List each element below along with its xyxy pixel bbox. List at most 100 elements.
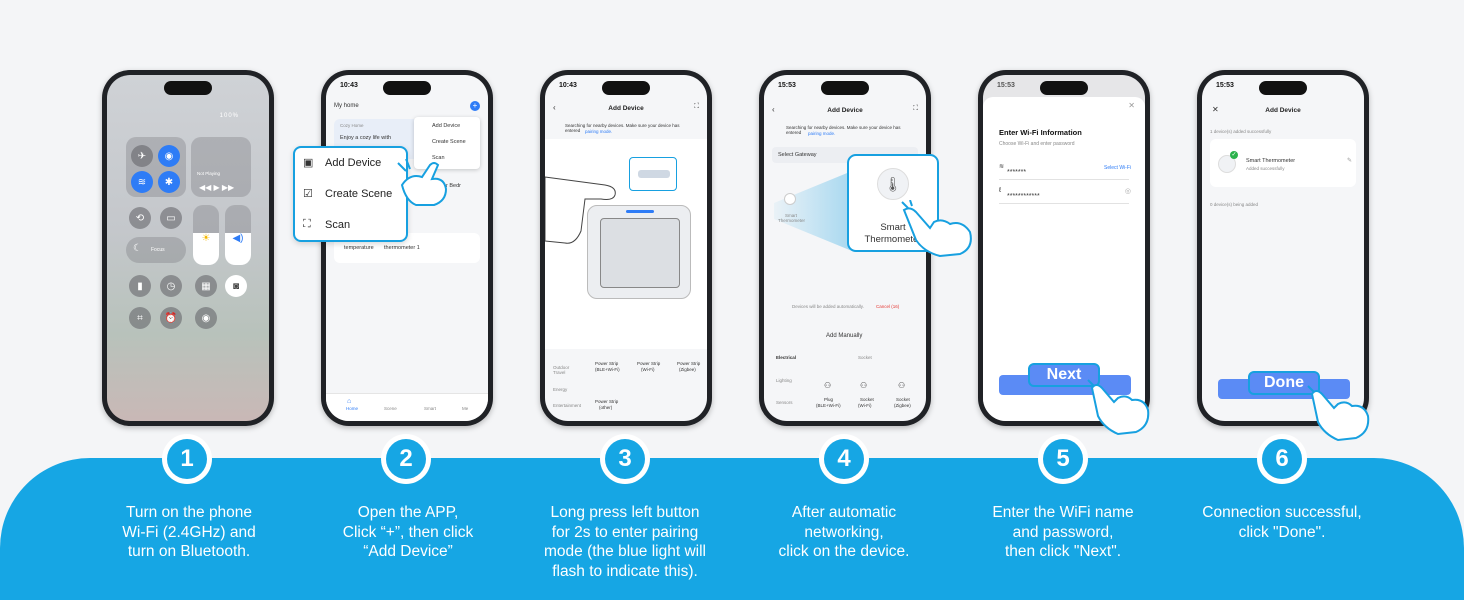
sensor-device	[587, 205, 691, 299]
dropdown-menu: Add Device Create Scene Scan	[414, 117, 480, 169]
home-selector[interactable]: My home	[334, 103, 359, 109]
wifi-ssid-input[interactable]: *******	[1007, 169, 1027, 176]
dynamic-island	[1259, 81, 1307, 95]
auto-add-text: Devices will be added automatically.	[792, 304, 864, 309]
item-socket-zigbee[interactable]: Socket	[896, 397, 910, 402]
bluetooth-button[interactable]: ✱	[158, 171, 180, 193]
tap-hand-icon	[1307, 385, 1370, 442]
flashlight-button[interactable]: ▮	[129, 275, 151, 297]
device-small-label: Smart Thermometer	[778, 213, 806, 223]
menu-item-scan[interactable]: Scan	[432, 155, 445, 161]
step-2-badge: 2	[381, 434, 431, 484]
status-time: 10:43	[559, 82, 577, 89]
qr-scanner-button[interactable]: ⌗	[129, 307, 151, 329]
wifi-icon: ≋	[999, 164, 1005, 170]
dynamic-island	[602, 81, 650, 95]
record-button[interactable]: ◉	[195, 307, 217, 329]
category-lighting[interactable]: Lighting	[776, 378, 792, 383]
tab-scene[interactable]: Scene	[384, 406, 397, 411]
camera-button[interactable]: ◙	[225, 275, 247, 297]
step-1-number: 1	[167, 439, 207, 479]
menu-item-create-scene[interactable]: Create Scene	[432, 139, 466, 145]
menu-item-add-device[interactable]: Add Device	[432, 123, 461, 129]
screen-lock-button[interactable]: ⟲	[129, 207, 151, 229]
step-5-line-3: then click "Next".	[1004, 543, 1122, 560]
select-gateway[interactable]: Select Gateway	[778, 152, 817, 158]
eye-icon[interactable]: ◎	[1124, 188, 1131, 195]
edit-icon[interactable]: ✎	[1346, 158, 1352, 164]
brightness-slider[interactable]: ☀	[193, 205, 219, 265]
close-icon[interactable]: ✕	[1128, 101, 1135, 110]
create-scene-icon: ☑	[303, 188, 313, 200]
calculator-button[interactable]: ▦	[195, 275, 217, 297]
add-manually-title: Add Manually	[826, 333, 863, 339]
item-power-strip-zigbee[interactable]: Power Strip	[677, 361, 701, 366]
select-wifi-link[interactable]: Select Wi-Fi	[1104, 165, 1131, 171]
smart-thermometer-card[interactable]: 🌡 Smart Thermometer	[847, 154, 939, 252]
step-6-line-1: Connection successful,	[1202, 504, 1362, 521]
add-plus-button[interactable]: +	[470, 101, 480, 111]
tab-smart[interactable]: Smart	[424, 406, 437, 411]
category-energy[interactable]: Energy	[553, 387, 568, 392]
now-playing-panel	[191, 137, 251, 197]
step-5-number: 5	[1043, 439, 1083, 479]
step-1-line-3: turn on Bluetooth.	[127, 543, 251, 560]
step-3-line-1: Long press left button	[550, 504, 700, 521]
item-plug-sub: (BLE+Wi-Fi)	[816, 403, 841, 408]
plug-icon: ⚇	[824, 381, 832, 390]
pairing-mode-link[interactable]: pairing mode.	[585, 129, 613, 134]
popup-create-scene-label: Create Scene	[325, 187, 393, 200]
step-5-caption: Enter the WiFi name and password, then c…	[956, 503, 1170, 562]
item-plug[interactable]: Plug	[824, 397, 834, 402]
tab-me[interactable]: Me	[462, 406, 469, 411]
timer-button[interactable]: ◷	[160, 275, 182, 297]
category-outdoor[interactable]: Outdoor Travel	[553, 365, 570, 375]
media-controls[interactable]: ◀◀ ▶ ▶▶	[199, 183, 235, 192]
room-tab[interactable]: r Bedr	[446, 183, 461, 189]
dynamic-island	[383, 81, 431, 95]
item-power-strip-other[interactable]: Power Strip	[595, 399, 619, 404]
alarm-button[interactable]: ⏰	[160, 307, 182, 329]
step-4-badge: 4	[819, 434, 869, 484]
step-1-badge: 1	[162, 434, 212, 484]
thermometer-small-icon[interactable]	[784, 193, 796, 205]
category-sensors[interactable]: Sensors	[776, 400, 793, 405]
step-5-line-2: and password,	[1012, 523, 1114, 541]
step-1-line-1: Turn on the phone	[125, 504, 253, 521]
close-icon[interactable]: ✕	[1212, 105, 1219, 114]
item-power-strip-wifi[interactable]: Power Strip	[637, 361, 661, 366]
popup-scan[interactable]: ⛶Scan	[303, 218, 350, 231]
cancel-countdown[interactable]: Cancel (16)	[876, 304, 900, 309]
airplane-mode-button[interactable]: ✈	[131, 145, 153, 167]
done-button[interactable]: Done	[1248, 371, 1320, 395]
tap-hand-icon	[901, 200, 972, 258]
scan-code-icon[interactable]: ⛶	[694, 103, 699, 110]
popup-add-device[interactable]: ▣Add Device	[303, 156, 381, 170]
back-icon[interactable]: ‹	[553, 103, 556, 112]
item-power-strip-ble[interactable]: Power Strip	[595, 361, 619, 366]
wifi-button[interactable]: ≋	[131, 171, 153, 193]
back-icon[interactable]: ‹	[772, 105, 775, 114]
step-2-caption: Open the APP, Click “+”, then click “Add…	[301, 503, 515, 562]
lock-icon: ℓ	[999, 187, 1002, 194]
phone-step-6: 15:53 ✕ Add Device 1 device(s) added suc…	[1197, 70, 1369, 426]
pairing-mode-link[interactable]: pairing mode.	[808, 131, 836, 136]
category-electrical[interactable]: Electrical	[776, 355, 797, 360]
item-power-strip-ble-sub: (BLE+Wi-Fi)	[595, 367, 620, 372]
step-6-number: 6	[1262, 439, 1302, 479]
category-entertainment[interactable]: Entertainment	[553, 403, 582, 408]
step-5-line-1: Enter the WiFi name	[992, 504, 1134, 521]
volume-slider[interactable]: ◀)	[225, 205, 251, 265]
dynamic-island	[1040, 81, 1088, 95]
item-socket-wifi[interactable]: Socket	[860, 397, 874, 402]
step-6-badge: 6	[1257, 434, 1307, 484]
wifi-password-input[interactable]: ************	[1007, 193, 1040, 200]
airdrop-button[interactable]: ◉	[158, 145, 180, 167]
scan-code-icon[interactable]: ⛶	[913, 105, 918, 112]
focus-button[interactable]	[126, 237, 186, 263]
popup-create-scene[interactable]: ☑ Create Scene	[303, 187, 393, 201]
tab-home[interactable]: Home	[346, 406, 359, 411]
next-button[interactable]: Next	[1028, 363, 1100, 387]
screen-mirror-button[interactable]: ▭	[160, 207, 182, 229]
home-tab-icon: ⌂	[347, 398, 352, 405]
